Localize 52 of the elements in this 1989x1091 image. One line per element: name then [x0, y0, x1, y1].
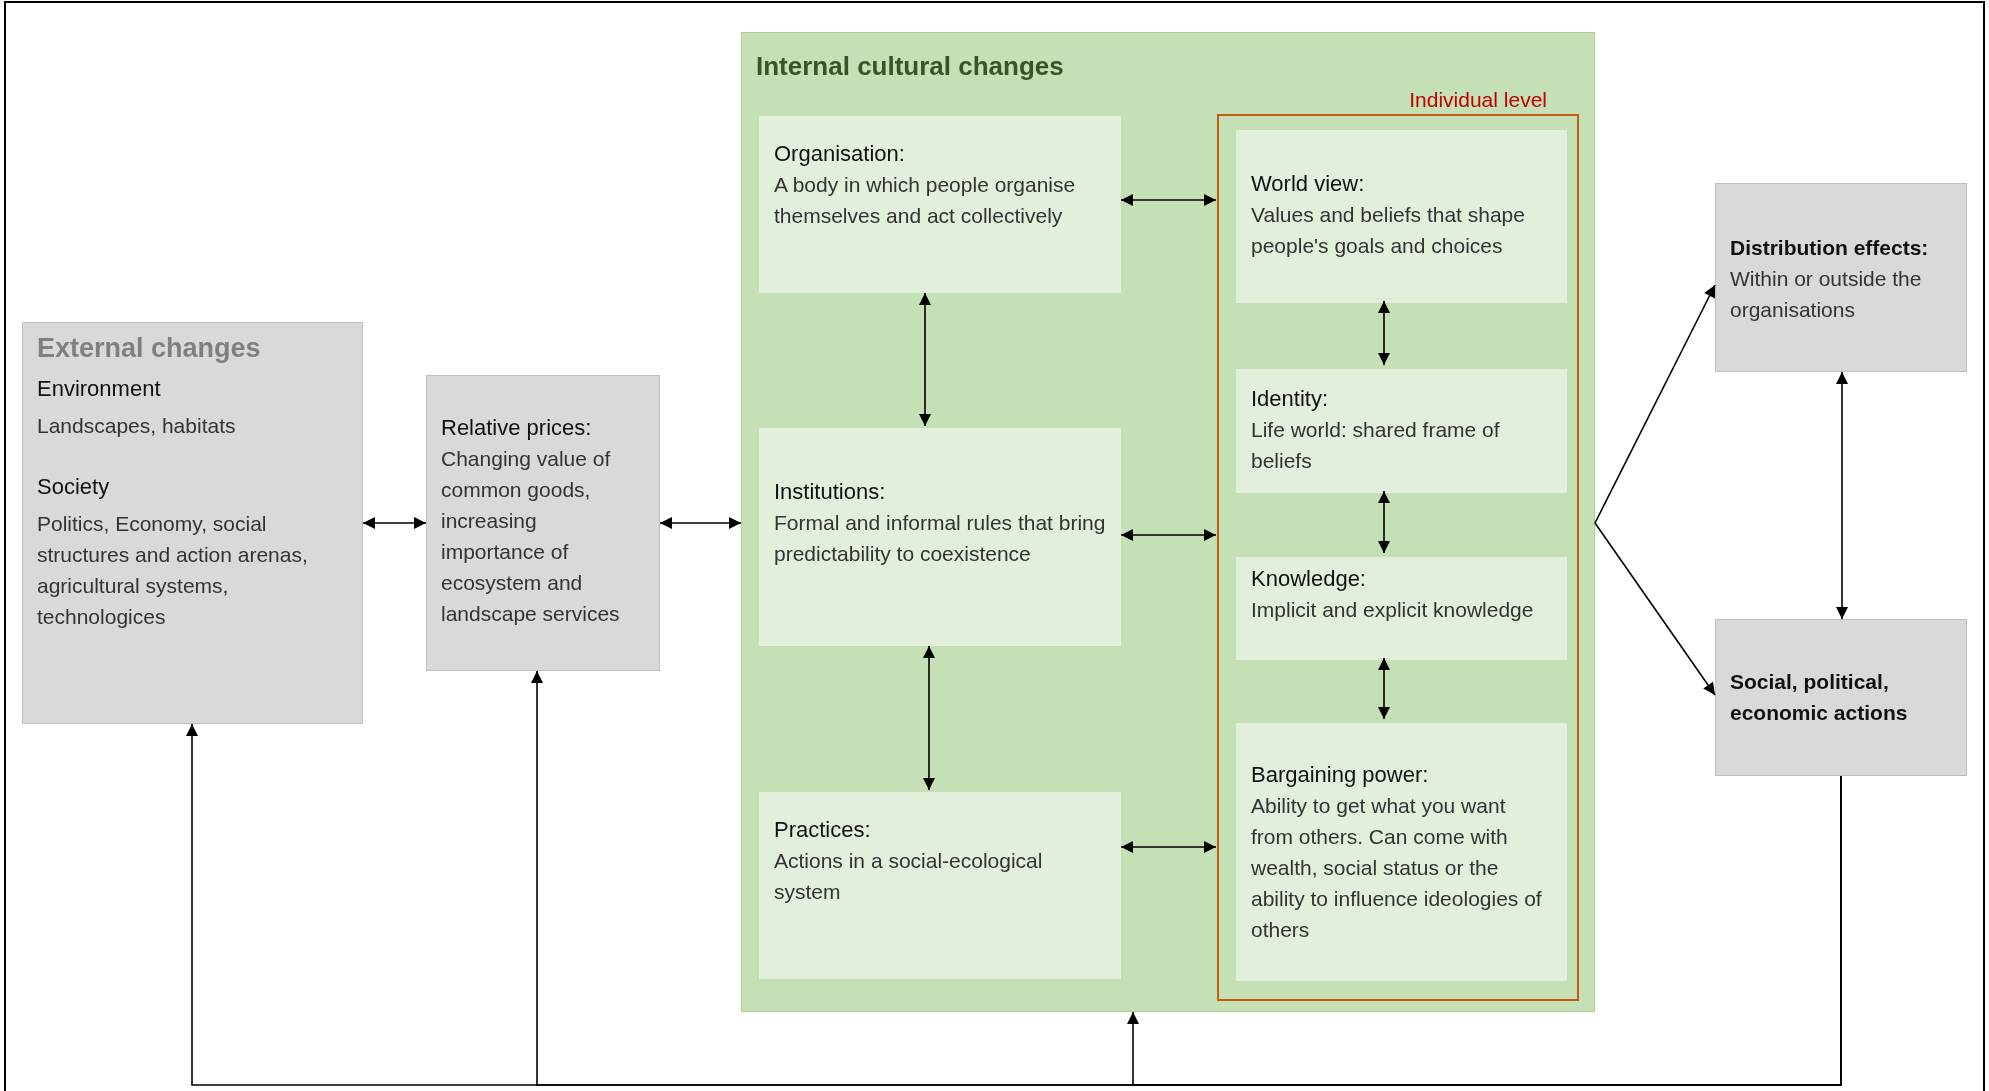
arrow [919, 292, 931, 427]
arrow [1378, 657, 1390, 720]
arrow [1120, 529, 1217, 541]
box-heading: Bargaining power: [1251, 761, 1430, 789]
text-box [758, 115, 1122, 294]
text-box [1235, 129, 1568, 304]
arrow [1836, 371, 1848, 620]
arrow [1120, 194, 1217, 206]
box-heading: Social, political, economic actions [1730, 669, 1909, 726]
text-box [1235, 368, 1568, 494]
box-description: Environment [37, 375, 162, 403]
box-heading: Distribution effects: [1730, 235, 1930, 261]
group-panel [741, 32, 1595, 1012]
box-description: Politics, Economy, social structures and action arenas, agricultural systems, technologices [37, 511, 309, 630]
box-description: Formal and informal rules that bring predictability to coexistence [774, 510, 1106, 567]
arrow [1120, 841, 1217, 853]
box-description: Values and beliefs that shape people's goals and choices [1251, 202, 1526, 259]
process-box [1715, 619, 1967, 776]
arrow [1594, 284, 1716, 524]
box-heading: Organisation: [774, 140, 906, 168]
box-heading: World view: [1251, 170, 1366, 198]
arrow [1378, 300, 1390, 366]
box-heading: Knowledge: [1251, 565, 1367, 593]
text-box [758, 791, 1122, 980]
box-heading: Identity: [1251, 385, 1330, 413]
arrow [1127, 775, 1842, 1086]
box-description: A body in which people organise themselves and act collectively [774, 172, 1077, 229]
box-description: Life world: shared frame of beliefs [1251, 417, 1501, 474]
group-label: Individual level [1409, 87, 1547, 113]
box-heading: Institutions: [774, 478, 887, 506]
box-heading: External changes [37, 332, 262, 365]
category-panel [22, 322, 363, 724]
box-description: Within or outside the organisations [1730, 266, 1923, 323]
box-description: Implicit and explicit knowledge [1251, 597, 1535, 623]
box-description: Ability to get what you want from others. Can come with wealth, social status or the ability to influence ideologies of others [1251, 793, 1543, 943]
box-description: Society [37, 473, 111, 501]
box-description: Changing value of common goods, increasing importance of ecosystem and landscape services [441, 446, 621, 627]
arrow [659, 517, 742, 529]
arrow [923, 645, 935, 791]
arrow [1378, 490, 1390, 554]
box-description: Actions in a social-ecological system [774, 848, 1044, 905]
text-box [1235, 722, 1568, 982]
process-box [426, 375, 660, 671]
arrow [362, 517, 427, 529]
arrow [1594, 522, 1716, 696]
process-box [1715, 183, 1967, 372]
text-box [758, 427, 1122, 647]
box-description: Landscapes, habitats [37, 413, 237, 439]
box-heading: Relative prices: [441, 414, 593, 442]
box-heading: Internal cultural changes [756, 51, 1065, 82]
text-box [1235, 556, 1568, 661]
box-heading: Practices: [774, 816, 872, 844]
